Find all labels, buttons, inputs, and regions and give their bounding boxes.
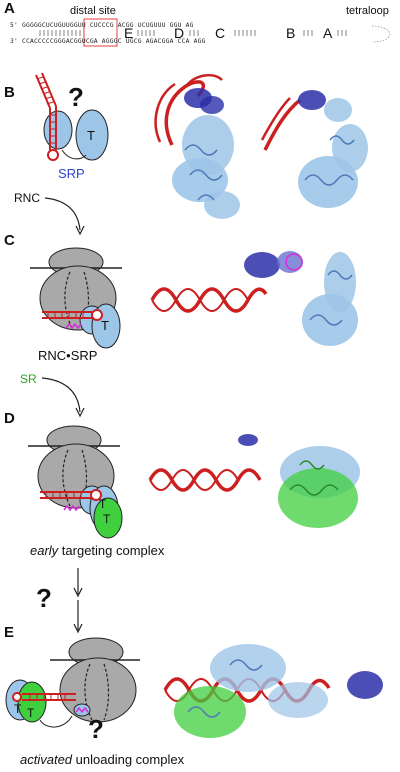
- unloading-complex-cartoon: [5, 637, 140, 728]
- t-label-c: T: [101, 318, 109, 333]
- srp-cartoon-free: [35, 72, 109, 161]
- t-label-d1: T: [99, 497, 107, 511]
- t-label-e1: T: [14, 702, 22, 716]
- helix-label-c: C: [215, 25, 226, 41]
- arrow-sr: [41, 377, 85, 418]
- distal-site-label: distal site: [70, 5, 116, 17]
- helix-label-a: A: [323, 25, 333, 41]
- sequence-bottom-strand: 3' CCACCCCCGGGACGGUCGA AGGGC UGCG AGACGG…: [10, 38, 206, 45]
- srp-structure-b-left: [154, 73, 240, 219]
- t-label-b: T: [87, 128, 95, 143]
- sr-ng-domain: [93, 497, 123, 539]
- panel-label-c: C: [4, 232, 15, 249]
- srp-sr-structure-e: [163, 644, 383, 738]
- rna-secondary-structure: [39, 18, 391, 47]
- early-complex-caption: early targeting complex: [30, 543, 164, 558]
- question-mark-e2: ?: [88, 714, 104, 744]
- early-caption-rest: targeting complex: [58, 543, 165, 558]
- helix-label-b: B: [286, 25, 296, 41]
- signal-sequence: [65, 322, 82, 330]
- arrow-activation: [73, 568, 83, 634]
- t-domain-srp: [75, 109, 109, 161]
- activated-complex-caption: activated unloading complex: [20, 752, 184, 767]
- activated-word: activated: [20, 752, 73, 767]
- distal-site-box: [83, 18, 118, 47]
- question-mark-e1: ?: [36, 583, 52, 613]
- srp-sr-structure-d: [148, 434, 360, 528]
- tetraloop-label: tetraloop: [346, 5, 389, 17]
- srp-label: SRP: [58, 166, 85, 181]
- arrow-rnc: [44, 197, 85, 236]
- question-mark-b: ?: [68, 82, 84, 112]
- panel-label-b: B: [4, 84, 15, 101]
- rnc-label: RNC: [14, 191, 40, 205]
- panel-label-d: D: [4, 410, 15, 427]
- tetraloop-arc: [371, 25, 391, 43]
- base-pair-ticks: [39, 30, 347, 36]
- sr-label: SR: [20, 372, 37, 386]
- early-complex-cartoon: [28, 425, 123, 539]
- t-label-d2: T: [103, 512, 111, 526]
- early-word: early: [30, 543, 59, 558]
- helix-label-e: E: [124, 25, 134, 41]
- t-label-e2: T: [27, 706, 35, 720]
- sequence-top-strand: 5' GGGGGCUCUGUUGGUU CUCCCG ACGG UCUGUUU …: [10, 22, 194, 29]
- panel-label-a: A: [4, 0, 15, 17]
- helix-label-d: D: [174, 25, 185, 41]
- srp-structure-c: [150, 251, 358, 346]
- panel-label-e: E: [4, 624, 15, 641]
- tetraloop-circle: [47, 149, 59, 161]
- rnc-srp-cartoon: [30, 247, 122, 349]
- activated-caption-rest: unloading complex: [72, 752, 185, 767]
- srp-m-domain: [43, 110, 73, 150]
- rnc-srp-label: RNC•SRP: [38, 348, 98, 363]
- srp-structure-b-right: [260, 90, 368, 208]
